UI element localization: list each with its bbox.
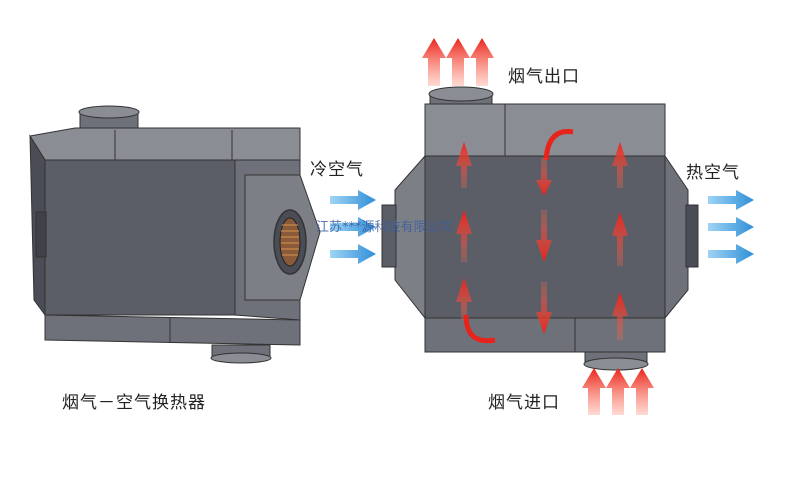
flue-gas-outlet-arrows [422,38,494,86]
hot-air-label: 热空气 [686,163,740,183]
hot-air-arrows [708,190,754,264]
left-heat-exchanger-unit [29,105,321,364]
cold-air-arrows [330,190,376,264]
flue-gas-inlet-arrows [582,368,654,415]
left-unit-caption: 烟气－空气换热器 [62,393,206,413]
flue-gas-inlet-label: 烟气进口 [488,393,560,413]
internal-flue-flow-arrows [456,129,628,344]
watermark-text: 江苏***源科技有限公司 [316,220,453,235]
cold-air-label: 冷空气 [310,160,364,180]
flue-gas-outlet-label: 烟气出口 [508,67,580,87]
